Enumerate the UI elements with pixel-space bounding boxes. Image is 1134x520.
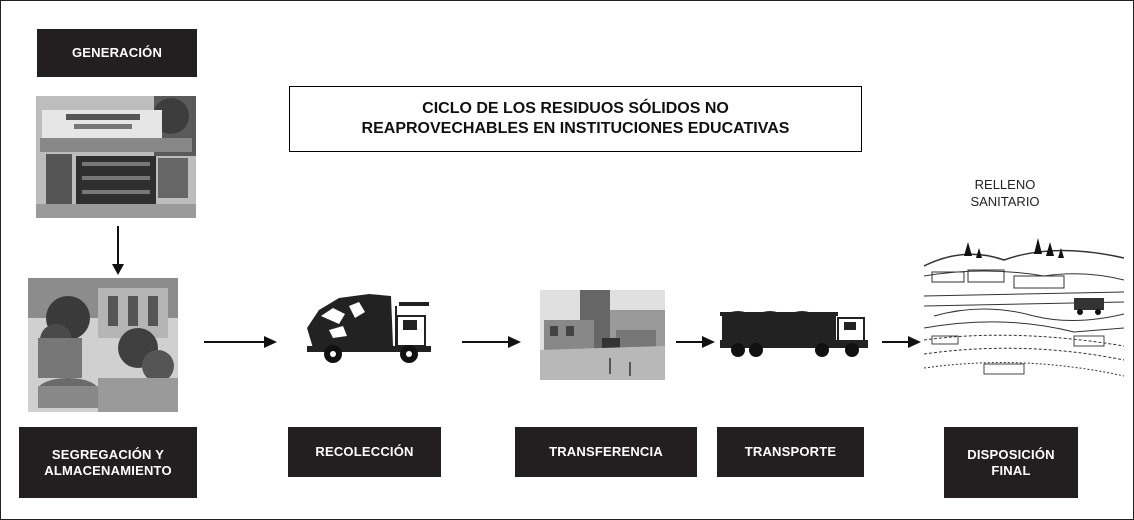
- relleno-line-1: RELLENO: [974, 177, 1036, 192]
- arrow-right-icon: [204, 336, 277, 348]
- stage-label-transporte: TRANSPORTE: [717, 427, 864, 477]
- stage-label-generacion: GENERACIÓN: [37, 29, 197, 77]
- stage-label-transferencia: TRANSFERENCIA: [515, 427, 697, 477]
- transport-truck-icon: [718, 304, 872, 360]
- stage-label-disposicion: DISPOSICIÓN FINAL: [944, 427, 1078, 498]
- title-line-1: CICLO DE LOS RESIDUOS SÓLIDOS NO: [422, 100, 729, 117]
- school-photo: [36, 96, 196, 218]
- arrow-down-icon: [112, 226, 124, 275]
- garbage-truck-icon: [299, 288, 439, 366]
- relleno-sanitario-label: RELLENO SANITARIO: [945, 176, 1065, 210]
- arrow-right-icon: [882, 336, 921, 348]
- storage-photo: [28, 278, 178, 412]
- diagram-title: CICLO DE LOS RESIDUOS SÓLIDOS NO REAPROV…: [289, 86, 862, 152]
- landfill-illustration: [924, 236, 1124, 396]
- arrow-right-icon: [676, 336, 715, 348]
- stage-label-segregacion: SEGREGACIÓN Y ALMACENAMIENTO: [19, 427, 197, 498]
- arrow-right-icon: [462, 336, 521, 348]
- stage-label-recoleccion: RECOLECCIÓN: [288, 427, 441, 477]
- title-line-2: REAPROVECHABLES EN INSTITUCIONES EDUCATI…: [361, 120, 790, 137]
- transfer-station-photo: [540, 290, 665, 380]
- relleno-line-2: SANITARIO: [970, 194, 1040, 209]
